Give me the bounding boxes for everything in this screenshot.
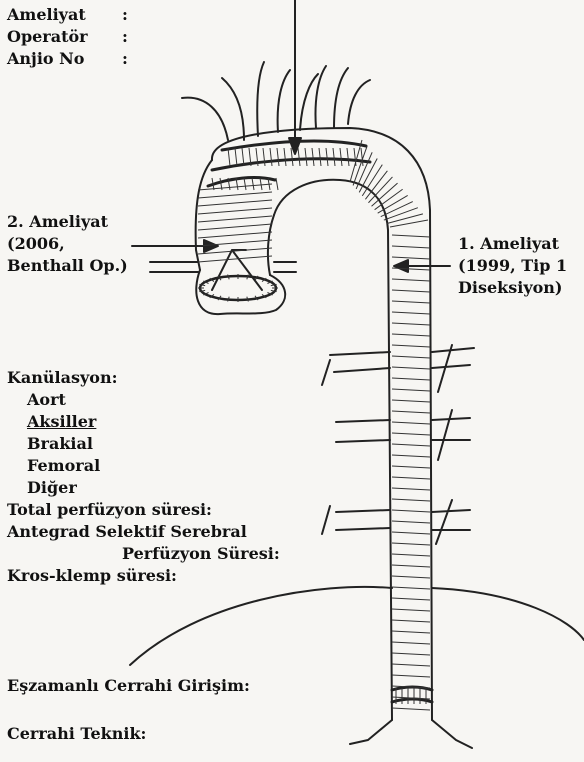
second-surgery-line3: Benthall Op.) — [7, 256, 128, 276]
operator-label: Operatör — [7, 27, 88, 47]
iliac-branches — [350, 720, 472, 748]
cannulation-option-femoral: Femoral — [27, 456, 100, 476]
angio-label: Anjio No — [7, 49, 84, 69]
second-surgery-line1: 2. Ameliyat — [7, 212, 108, 232]
antegrade-label-line2: Perfüzyon Süresi: — [122, 544, 280, 564]
cross-clamp-label: Kros-klemp süresi: — [7, 566, 177, 586]
right-arrow-head — [394, 260, 408, 272]
aorta-inner-wall — [274, 180, 392, 720]
arch-graft-bottom — [212, 159, 370, 170]
surgery-colon: : — [122, 5, 128, 25]
total-perfusion-label: Total perfüzyon süresi: — [7, 500, 212, 520]
antegrade-label-line1: Antegrad Selektif Serebral — [7, 522, 247, 542]
left-arrow-head — [204, 240, 218, 252]
cannulation-option-brakial: Brakial — [27, 434, 93, 454]
graft-hatching — [198, 140, 430, 710]
surgery-label: Ameliyat — [7, 5, 86, 25]
cannulation-option-aksiller: Aksiller — [27, 412, 96, 432]
cannulation-option-aort: Aort — [27, 390, 66, 410]
valve-leaflets — [212, 250, 262, 290]
first-surgery-line3: Diseksiyon) — [458, 278, 562, 298]
second-surgery-line2: (2006, — [7, 234, 65, 254]
surgical-technique-label: Cerrahi Teknik: — [7, 724, 146, 744]
cannulation-title: Kanülasyon: — [7, 368, 118, 388]
concurrent-procedure-label: Eşzamanlı Cerrahi Girişim: — [7, 676, 250, 696]
angio-colon: : — [122, 49, 128, 69]
operator-colon: : — [122, 27, 128, 47]
cannulation-option-diger: Diğer — [27, 478, 77, 498]
body-outline — [130, 587, 584, 665]
first-surgery-line1: 1. Ameliyat — [458, 234, 559, 254]
first-surgery-line2: (1999, Tip 1 — [458, 256, 567, 276]
